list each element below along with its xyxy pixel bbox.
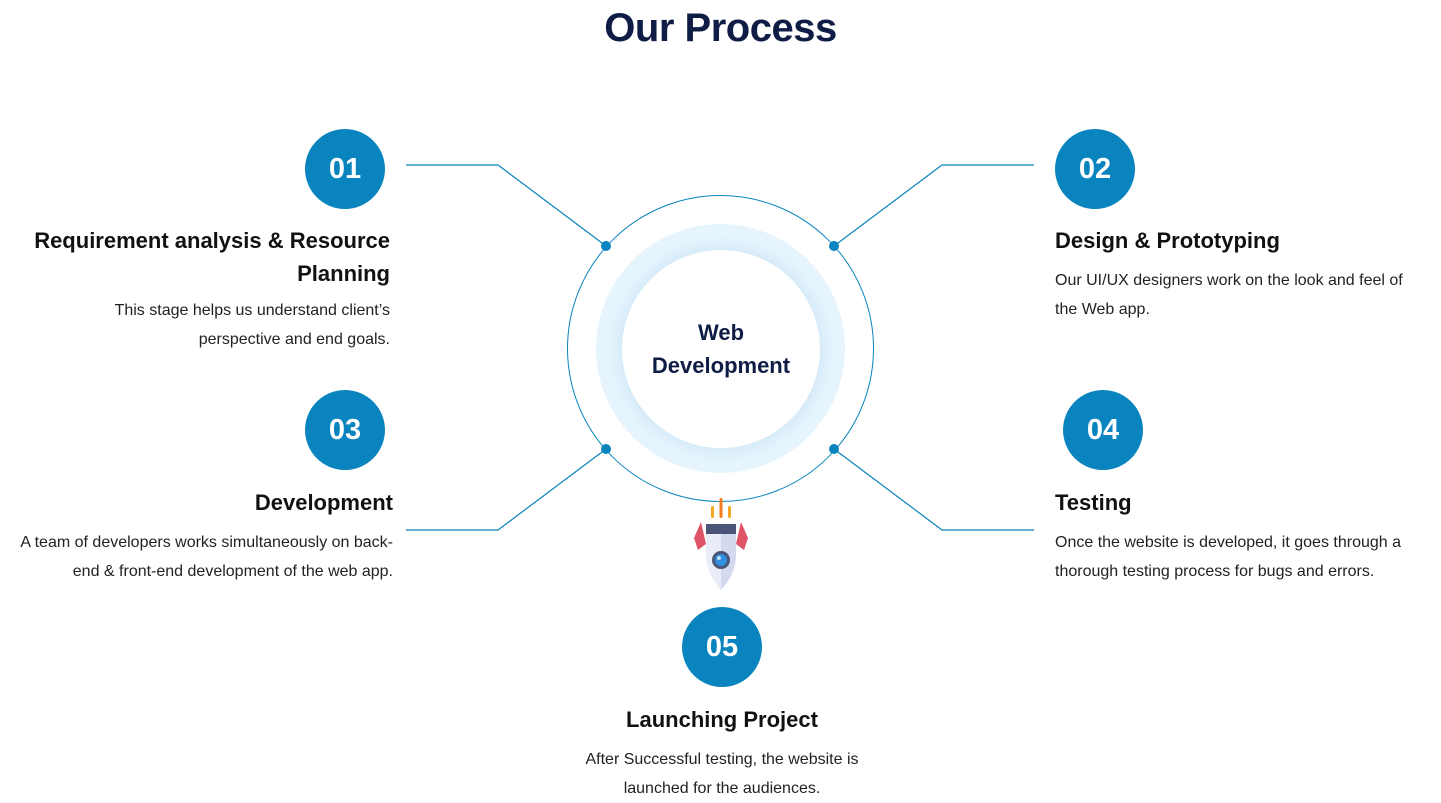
connector-dot-04 [829, 444, 839, 454]
step-description-01: This stage helps us understand client’s … [114, 302, 390, 348]
connector-03 [406, 448, 607, 531]
step-title-04: Testing [1055, 490, 1132, 515]
center-hub: Web Development [622, 250, 820, 448]
step-description-03: A team of developers works simultaneousl… [20, 534, 393, 580]
step-description-05: After Successful testing, the website is… [585, 751, 859, 797]
step-number-badge-01: 01 [305, 129, 385, 209]
step-number-badge-02: 02 [1055, 129, 1135, 209]
step-number-badge-03: 03 [305, 390, 385, 470]
step-number-badge-04: 04 [1063, 390, 1143, 470]
step-title-05: Launching Project [626, 707, 818, 732]
step-title-03: Development [254, 490, 393, 515]
step-title-02: Design & Prototyping [1055, 228, 1280, 253]
page-title: Our Process [604, 6, 837, 50]
step-description-02: Our UI/UX designers work on the look and… [1055, 272, 1403, 318]
connector-04 [833, 448, 1034, 531]
step-number-badge-05: 05 [682, 607, 762, 687]
connector-dot-01 [601, 241, 611, 251]
rocket-icon [694, 498, 748, 590]
step-title-01: Requirement analysis & Resource Planning [34, 228, 390, 286]
connector-01 [406, 164, 607, 247]
step-description-04: Once the website is developed, it goes t… [1055, 534, 1401, 580]
connector-dot-03 [601, 444, 611, 454]
center-label: Web Development [651, 320, 791, 378]
connector-02 [833, 164, 1034, 247]
connector-dot-02 [829, 241, 839, 251]
